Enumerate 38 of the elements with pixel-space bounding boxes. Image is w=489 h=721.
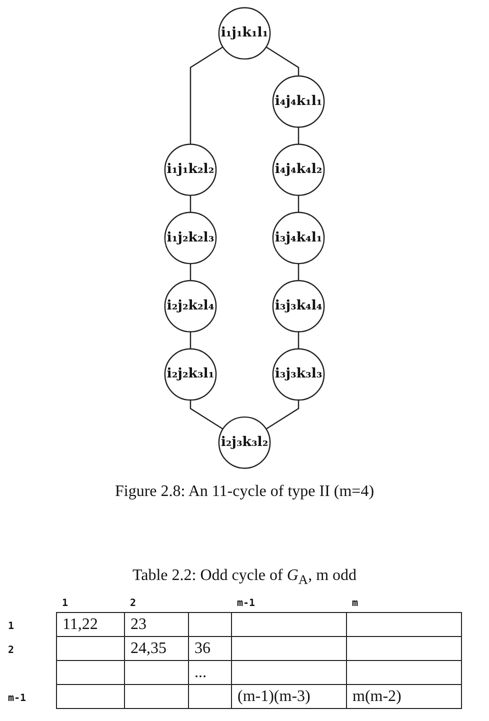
connector-line [266,400,300,430]
row-header: 1 [8,620,14,632]
connector-line [298,127,300,144]
graph-node: i₃j₄k₄l₁ [272,212,325,264]
figure-caption: Figure 2.8: An 11-cycle of type II (m=4) [114,482,374,501]
table-cell: ... [188,660,231,684]
graph-node: i₂j₂k₂l₄ [164,280,217,332]
graph-node: i₃j₃k₄l₄ [272,280,325,332]
connector-line [190,195,192,212]
graph-node: i₂j₃k₃l₂ [218,416,271,469]
connector-line [298,195,300,212]
table-title: Table 2.2: Odd cycle of G$_{A}$, m odd [132,566,357,590]
connector-line [190,264,192,281]
connector-line [190,332,192,349]
column-header: 1 [62,598,68,610]
graph-node: i₄j₄k₁l₁ [272,75,325,128]
table-cell: 23 [124,612,188,636]
graph-node: i₄j₄k₄l₂ [272,144,325,196]
connector-line [190,400,224,430]
column-header: m [352,598,358,610]
row-header: 2 [8,644,14,656]
connector-line [298,332,300,349]
table-cell: 24,35 [124,636,188,660]
graph-node: i₁j₁k₁l₁ [218,7,271,60]
connector-line [190,46,224,144]
graph-node: i₁j₁k₂l₂ [164,144,217,196]
graph-node: i₃j₃k₃l₃ [272,348,325,401]
column-header: 2 [130,598,136,610]
graph-node: i₁j₂k₂l₃ [164,212,217,264]
row-header: m-1 [8,692,26,704]
graph-node: i₂j₂k₃l₁ [164,348,217,401]
table-cell: m(m-2) [346,684,461,708]
table-cell: 36 [188,636,231,660]
column-header: m-1 [237,598,256,610]
table-cell: (m-1)(m-3) [231,684,346,708]
table-cell: 11,22 [56,612,124,636]
connector-line [298,264,300,281]
connector-line [266,46,300,76]
